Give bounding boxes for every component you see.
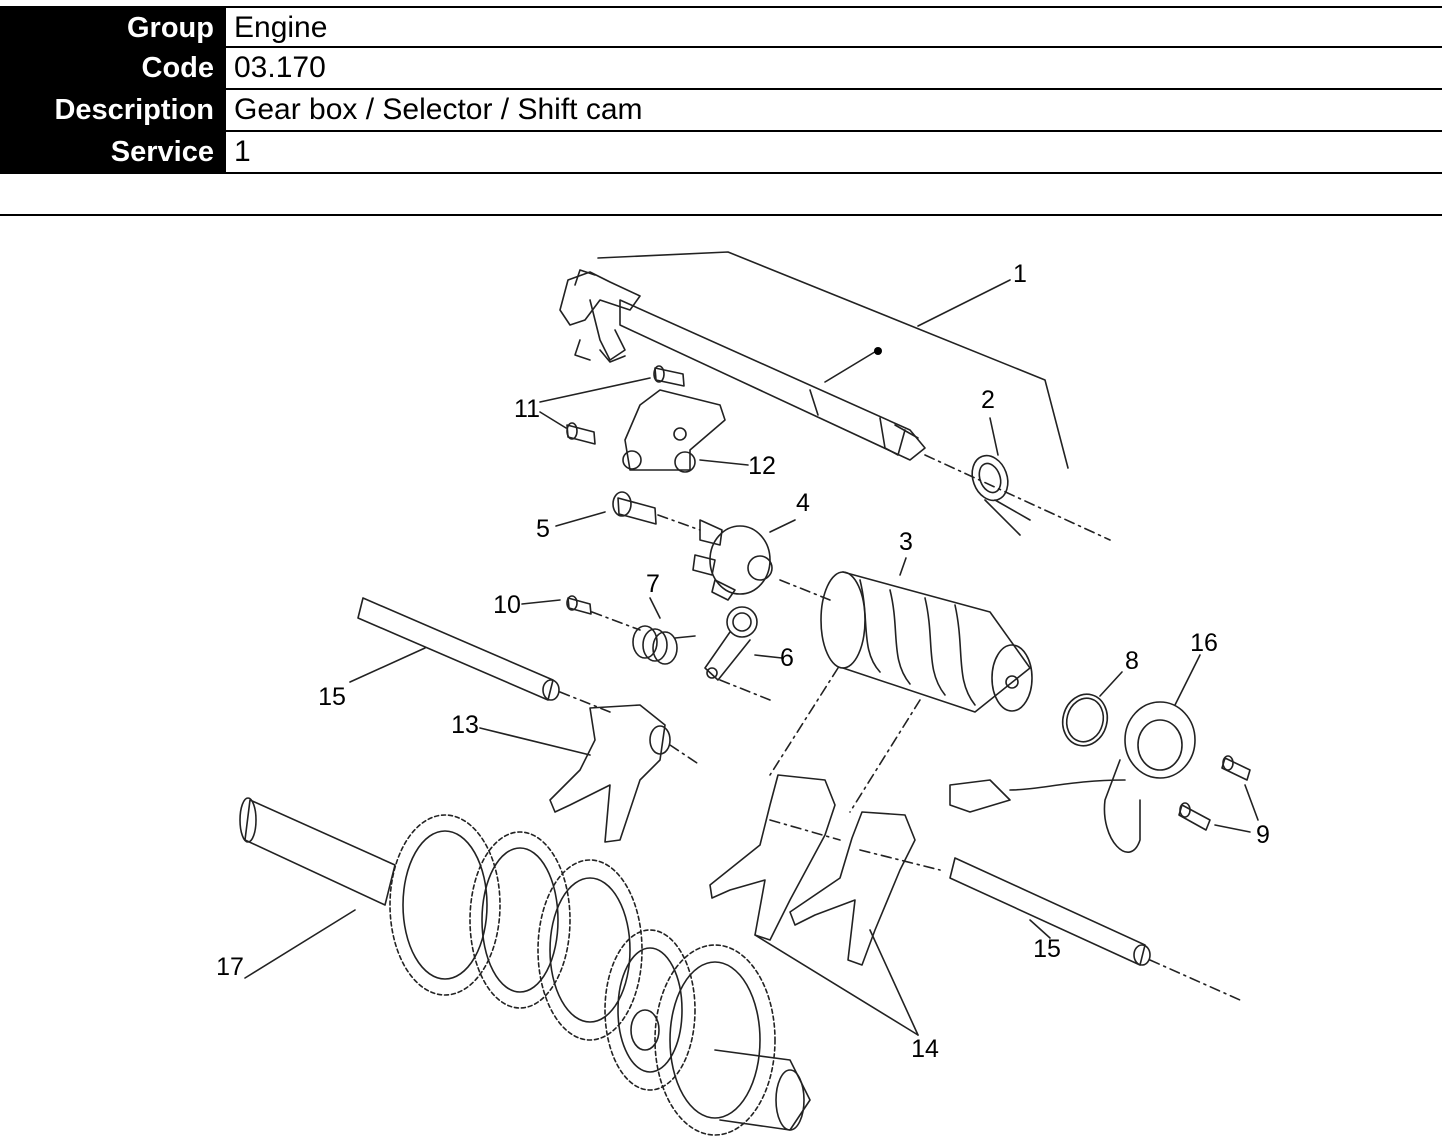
callout-5: 5	[536, 515, 550, 543]
callout-13: 13	[451, 711, 479, 739]
part-5-bolt	[555, 491, 701, 531]
code-value: 03.170	[224, 48, 1442, 88]
part-16-gear-sensor	[949, 654, 1201, 853]
part-17-gear-cluster	[239, 797, 811, 1136]
callout-14: 14	[911, 1035, 939, 1063]
info-row-service: Service 1	[0, 132, 1442, 174]
section-divider	[0, 214, 1442, 216]
callout-6: 6	[780, 644, 794, 672]
part-4-cam-star	[692, 519, 831, 601]
part-2-spring-clip	[924, 417, 1111, 541]
description-label: Description	[0, 90, 224, 130]
callout-1: 1	[1013, 260, 1027, 288]
callout-2: 2	[981, 386, 995, 414]
callout-10: 10	[493, 591, 521, 619]
group-value: Engine	[224, 8, 1442, 46]
part-15-fork-shaft-lower	[949, 857, 1241, 1001]
part-3-shift-drum	[820, 557, 1033, 713]
part-13-shift-fork	[479, 704, 701, 843]
part-8-o-ring	[1061, 671, 1123, 747]
callout-7: 7	[646, 570, 660, 598]
service-label: Service	[0, 132, 224, 172]
callout-17: 17	[216, 953, 244, 981]
callout-16: 16	[1190, 629, 1218, 657]
lubrication-point-dot	[874, 347, 882, 355]
code-label: Code	[0, 48, 224, 88]
info-row-code: Code 03.170	[0, 48, 1442, 90]
callout-labels: 1 2 3 4 5 6 7 8 9 10 11 12 13 14 15 15 1…	[216, 260, 1270, 1063]
callout-11: 11	[514, 395, 540, 423]
part-15-fork-shaft-upper	[349, 597, 611, 713]
part-7-spring	[632, 597, 696, 665]
part-14-shift-forks	[709, 774, 941, 1036]
service-value: 1	[224, 132, 1442, 172]
callout-3: 3	[899, 528, 913, 556]
part-9-screws	[1178, 755, 1259, 833]
description-value: Gear box / Selector / Shift cam	[224, 90, 1442, 130]
info-table: Group Engine Code 03.170 Description Gea…	[0, 6, 1442, 174]
part-11-screws	[539, 365, 685, 445]
callout-4: 4	[796, 489, 810, 517]
callout-9: 9	[1256, 821, 1270, 849]
part-12-index-lever	[622, 389, 749, 473]
info-row-description: Description Gear box / Selector / Shift …	[0, 90, 1442, 132]
callout-15-upper: 15	[318, 683, 346, 711]
part-10-screw	[521, 595, 641, 631]
callout-8: 8	[1125, 647, 1139, 675]
part-1-selector-shaft	[559, 251, 1069, 469]
part-6-lever	[704, 606, 783, 701]
callout-12: 12	[748, 452, 776, 480]
callout-15-lower: 15	[1033, 935, 1061, 963]
info-row-group: Group Engine	[0, 6, 1442, 48]
group-label: Group	[0, 8, 224, 46]
